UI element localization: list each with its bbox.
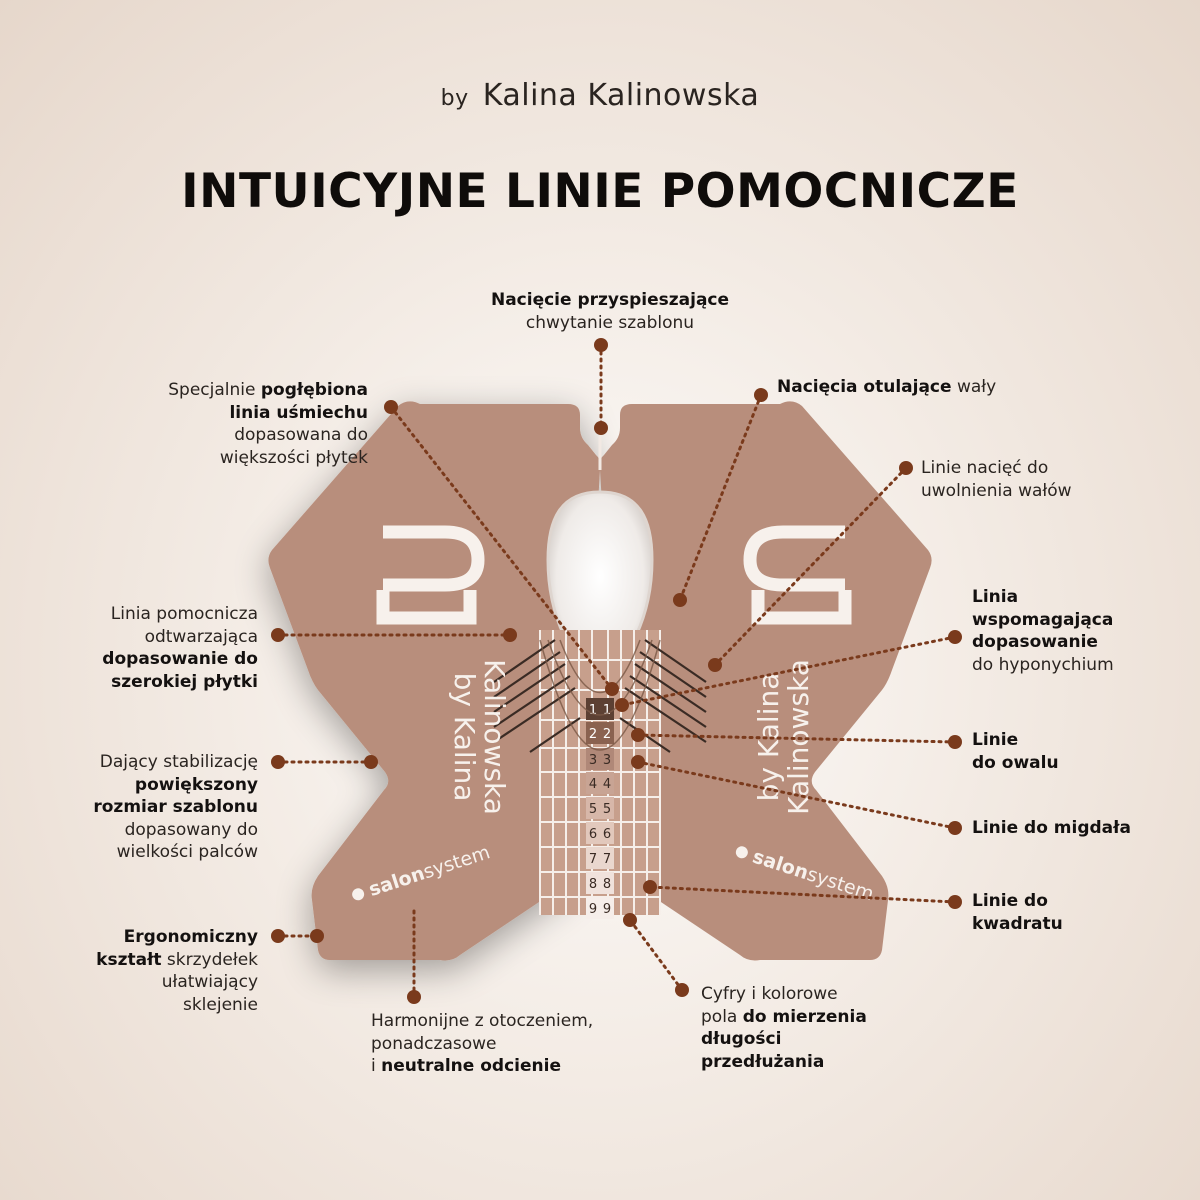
callout-size-t2: dopasowany do: [124, 819, 258, 840]
scale-number: 4: [589, 777, 597, 792]
callout-notch-text: chwytanie szablonu: [525, 312, 695, 333]
callout-smile-line: Specjalnie pogłębiona linia uśmiechu dop…: [100, 379, 368, 469]
callout-wide-b2: szerokiej płytki: [111, 671, 258, 692]
callout-ergonomic: Ergonomiczny kształt skrzydełek ułatwiaj…: [60, 926, 258, 1016]
callout-wrap-t1: wały: [951, 377, 997, 397]
callout-ergo-t1: skrzydełek: [161, 949, 258, 970]
callout-measure-b2: długości: [701, 1029, 782, 1049]
callout-neutral-t1: Harmonijne z otoczeniem,: [371, 1011, 594, 1031]
callout-hyponychium: Linia wspomagająca dopasowanie do hypony…: [972, 586, 1172, 676]
pa-logo-right: [743, 525, 852, 625]
callout-smile-b2: linia uśmiechu: [229, 402, 368, 423]
scale-number: 3: [603, 753, 611, 768]
drop-icon: [352, 888, 365, 901]
scale-number: 6: [589, 827, 597, 842]
callout-almond-lines: Linie do migdała: [972, 817, 1182, 840]
callout-square-b2: kwadratu: [972, 913, 1063, 934]
scale-number: 8: [589, 877, 597, 892]
callout-notch-bold: Nacięcie przyspieszające: [490, 290, 730, 310]
callout-smile-t1: Specjalnie: [168, 380, 261, 400]
callout-release-lines: Linie nacięć do uwolnienia wałów: [921, 457, 1141, 502]
side-text-left-by: by Kalina: [448, 673, 481, 802]
length-scale: [586, 698, 614, 919]
callout-neutral-t2: ponadczasowe: [371, 1033, 497, 1054]
form-right-wing: [599, 401, 932, 961]
callout-hypo-b2: wspomagająca: [972, 609, 1114, 630]
scale-number: 6: [603, 827, 611, 842]
callout-size: Dający stabilizację powiększony rozmiar …: [60, 751, 258, 864]
callout-wrap-notches: Nacięcia otulające wały: [777, 376, 1077, 399]
callout-size-b1: powiększony: [134, 774, 258, 795]
callout-wide-t2: odtwarzająca: [144, 626, 258, 647]
callout-measure-b3: przedłużania: [701, 1051, 825, 1072]
callout-connectors: [276, 343, 957, 999]
brand-name: Kalina Kalinowska: [482, 78, 760, 113]
callout-dots: [271, 338, 962, 1004]
scale-number: 9: [589, 902, 597, 917]
callout-almond-b1: Linie do migdała: [972, 818, 1131, 838]
drop-icon: [735, 846, 748, 859]
callout-oval-b2: do owalu: [972, 752, 1059, 773]
callout-neutral-tones: Harmonijne z otoczeniem, ponadczasowe i …: [371, 1010, 651, 1078]
callout-smile-b1: pogłębiona: [260, 380, 368, 400]
scale-number: 7: [589, 852, 597, 867]
callout-neutral-b1: neutralne odcienie: [381, 1056, 561, 1076]
callout-ergo-t3: sklejenie: [182, 994, 258, 1015]
callout-hypo-b1: Linia: [972, 587, 1019, 607]
side-text-left: by Kalina Kalinowska: [448, 659, 511, 815]
callout-measure-t2: pola: [701, 1006, 743, 1027]
callout-size-b2: rozmiar szablonu: [93, 797, 258, 817]
callout-oval-lines: Linie do owalu: [972, 729, 1172, 774]
callout-smile-t3: większości płytek: [219, 447, 368, 468]
scale-number: 4: [603, 777, 611, 792]
scale-number: 5: [603, 802, 611, 817]
page-title: INTUICYJNE LINIE POMOCNICZE: [181, 164, 1019, 219]
scale-number: 1: [603, 703, 611, 718]
callout-ergo-t2: ułatwiający: [161, 972, 258, 992]
wall-cut-lines-left: [493, 639, 581, 753]
callout-square-b1: Linie do: [972, 891, 1048, 911]
callout-measure-fields: Cyfry i kolorowe pola do mierzenia długo…: [701, 983, 941, 1073]
callout-wide-b1: dopasowanie do: [102, 649, 258, 669]
callout-ergo-b1: Ergonomiczny: [123, 927, 258, 947]
pa-logo-left: [376, 525, 485, 625]
callout-wide-plate: Linia pomocnicza odtwarzająca dopasowani…: [60, 603, 258, 693]
callout-hypo-t1: do hyponychium: [972, 654, 1114, 675]
scale-number: 7: [603, 852, 611, 867]
form-left-wing: [268, 401, 601, 961]
side-text-left-name: Kalinowska: [478, 659, 511, 815]
callout-oval-b1: Linie: [972, 730, 1019, 750]
callout-neutral-t3: i: [371, 1056, 382, 1076]
scale-number: 2: [589, 727, 597, 742]
callout-wrap-b1: Nacięcia otulające: [777, 377, 952, 397]
brand-by: by: [440, 86, 469, 111]
scale-number: 1: [589, 703, 597, 718]
callout-measure-b1: do mierzenia: [742, 1006, 867, 1027]
callout-notch: Nacięcie przyspieszające chwytanie szabl…: [440, 289, 780, 334]
callout-size-t3: wielkości palców: [116, 842, 258, 862]
callout-size-t1: Dający stabilizację: [99, 752, 258, 772]
callout-smile-t2: dopasowana do: [234, 425, 368, 445]
scale-number: 8: [603, 877, 611, 892]
brand-header: by Kalina Kalinowska: [0, 78, 1200, 113]
scale-number: 9: [603, 902, 611, 917]
scale-number: 2: [603, 727, 611, 742]
callout-hypo-b3: dopasowanie: [972, 632, 1098, 652]
scale-number: 5: [589, 802, 597, 817]
shape-guide-curves: [539, 639, 661, 751]
callout-release-t2: uwolnienia wałów: [921, 480, 1072, 501]
callout-ergo-b2: kształt: [96, 949, 162, 970]
callout-release-t1: Linie nacięć do: [921, 458, 1049, 478]
callout-square-lines: Linie do kwadratu: [972, 890, 1172, 935]
callout-wide-t1: Linia pomocnicza: [110, 604, 258, 624]
scale-number: 3: [589, 753, 597, 768]
callout-measure-t1: Cyfry i kolorowe: [701, 984, 838, 1004]
